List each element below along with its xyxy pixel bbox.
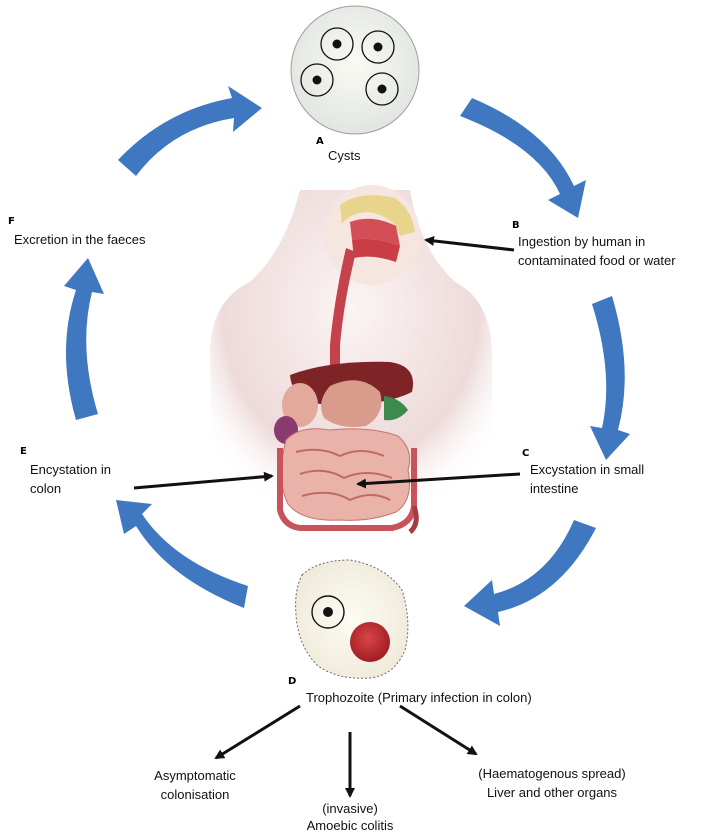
stage-f-letter: F (8, 216, 15, 227)
stage-e-label: Encystation in colon (30, 460, 111, 498)
cyst-illustration (291, 6, 419, 134)
stage-b-line1: Ingestion by human in (518, 232, 676, 251)
stage-a-label: Cysts (328, 146, 361, 165)
outcome-liver: (Haematogenous spread) Liver and other o… (452, 764, 652, 802)
arrow-to-liver (400, 706, 476, 754)
outcome-liver-line1: (Haematogenous spread) (452, 764, 652, 783)
stage-b-line2: contaminated food or water (518, 251, 676, 270)
trophozoite-illustration (296, 560, 408, 678)
cycle-arrow-e-to-f (64, 258, 104, 420)
stage-e-line1: Encystation in (30, 460, 111, 479)
stage-c-letter: C (522, 448, 529, 459)
stage-e-letter: E (20, 446, 27, 457)
arrow-to-asymptomatic (216, 706, 300, 758)
cycle-arrow-c-to-d (464, 520, 596, 626)
stage-e-line2: colon (30, 479, 111, 498)
outcome-asymptomatic-line2: colonisation (120, 785, 270, 804)
stage-b-label: Ingestion by human in contaminated food … (518, 232, 676, 270)
human-digestive-illustration (210, 185, 492, 532)
cycle-arrow-a-to-b (460, 98, 586, 218)
stage-d-label: Trophozoite (Primary infection in colon) (306, 688, 532, 707)
arrow-ingestion (426, 240, 514, 250)
cycle-arrow-d-to-e (116, 500, 248, 608)
outcome-liver-line2: Liver and other organs (452, 783, 652, 802)
outcome-asymptomatic-line1: Asymptomatic (120, 766, 270, 785)
outcome-amoebic-colitis: (invasive) Amoebic colitis (270, 800, 430, 834)
stage-c-line1: Excystation in small (530, 460, 644, 479)
stage-d-letter: D (288, 676, 296, 687)
stage-f-label: Excretion in the faeces (14, 230, 146, 249)
cycle-arrow-f-to-a (118, 86, 262, 176)
stage-b-letter: B (512, 220, 520, 231)
stage-c-label: Excystation in small intestine (530, 460, 644, 498)
stage-c-line2: intestine (530, 479, 644, 498)
outcome-colitis-line2: Amoebic colitis (270, 817, 430, 834)
stage-a-letter: A (316, 136, 324, 147)
outcome-colitis-line1: (invasive) (270, 800, 430, 817)
outcome-asymptomatic: Asymptomatic colonisation (120, 766, 270, 804)
cycle-arrow-b-to-c (590, 296, 630, 460)
